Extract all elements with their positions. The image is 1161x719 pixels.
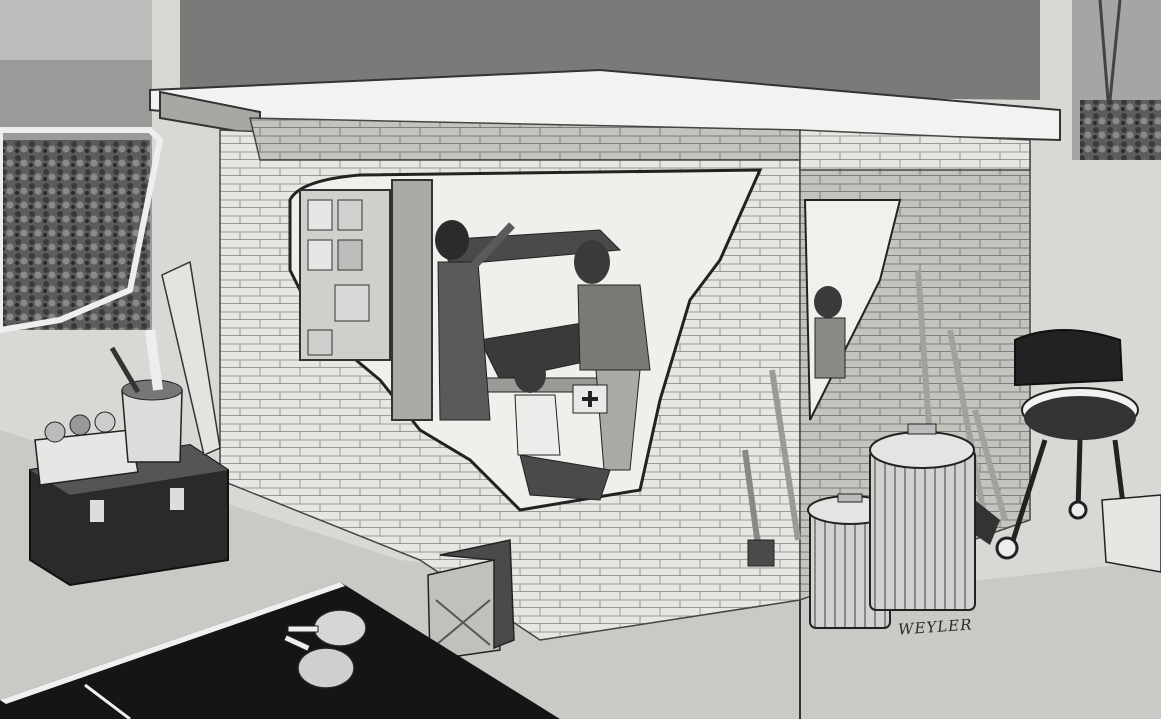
right-window	[1072, 0, 1161, 160]
box-of-jars	[34, 411, 139, 486]
woman-figure	[435, 220, 515, 421]
shelter-side-opening	[803, 199, 902, 421]
jerry-cans	[427, 539, 515, 661]
lumber-boards	[161, 260, 221, 457]
ping-pong-table	[0, 582, 560, 719]
ping-pong-paddles	[283, 609, 367, 689]
barbecue-grill	[995, 329, 1139, 561]
first-aid-kit	[572, 384, 608, 414]
shelter-interior	[288, 168, 763, 512]
tool-bucket	[109, 329, 183, 463]
child-figure	[514, 357, 611, 501]
trash-can-large	[869, 423, 976, 611]
shelf-cans	[307, 199, 370, 356]
left-window	[0, 0, 164, 334]
charcoal-box	[1101, 494, 1161, 573]
